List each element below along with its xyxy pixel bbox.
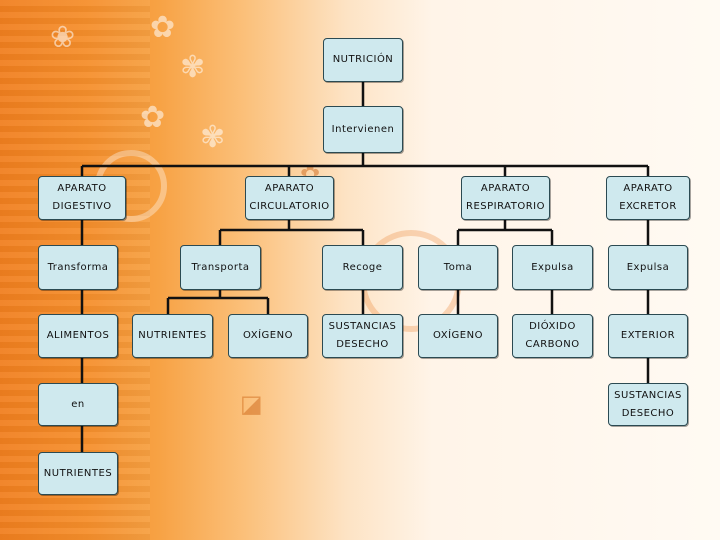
- node-exterior: EXTERIOR: [608, 314, 688, 358]
- node-sustancias-desecho-recoge: SUSTANCIAS DESECHO: [322, 314, 403, 358]
- node-intervienen: Intervienen: [323, 106, 403, 153]
- node-label: APARATO: [57, 183, 107, 194]
- node-oxigeno-toma: OXÍGENO: [418, 314, 498, 358]
- node-sustancias-desecho-excretor: SUSTANCIAS DESECHO: [608, 383, 688, 426]
- node-toma: Toma: [418, 245, 498, 290]
- node-recoge: Recoge: [322, 245, 403, 290]
- node-aparato-respiratorio: APARATO RESPIRATORIO: [461, 176, 550, 220]
- node-transforma: Transforma: [38, 245, 118, 290]
- node-transporta: Transporta: [180, 245, 261, 290]
- node-aparato-circulatorio: APARATO CIRCULATORIO: [245, 176, 334, 220]
- node-label: APARATO: [264, 183, 315, 194]
- node-label: APARATO: [623, 183, 673, 194]
- node-oxigeno-transporta: OXÍGENO: [228, 314, 308, 358]
- node-nutricion: NUTRICIÓN: [323, 38, 403, 82]
- leaf-icon: ✾: [200, 120, 226, 155]
- node-label: CIRCULATORIO: [249, 201, 330, 212]
- leaf-icon: ◪: [240, 390, 263, 418]
- leaf-icon: ✿: [140, 100, 166, 135]
- node-expulsa-respiratorio: Expulsa: [512, 245, 593, 290]
- node-label: DIGESTIVO: [52, 201, 112, 212]
- node-dioxido-carbono: DIÓXIDO CARBONO: [512, 314, 593, 358]
- node-alimentos: ALIMENTOS: [38, 314, 118, 358]
- node-aparato-digestivo: APARATO DIGESTIVO: [38, 176, 126, 220]
- node-label: RESPIRATORIO: [466, 201, 545, 212]
- node-en: en: [38, 383, 118, 426]
- node-nutrientes-transporta: NUTRIENTES: [132, 314, 213, 358]
- leaf-icon: ❀: [50, 20, 76, 55]
- node-aparato-excretor: APARATO EXCRETOR: [606, 176, 690, 220]
- node-expulsa-excretor: Expulsa: [608, 245, 688, 290]
- node-label: EXCRETOR: [619, 201, 677, 212]
- node-nutrientes-en: NUTRIENTES: [38, 452, 118, 495]
- leaf-icon: ✿: [150, 10, 176, 45]
- leaf-icon: ✾: [180, 50, 206, 85]
- node-label: APARATO: [480, 183, 531, 194]
